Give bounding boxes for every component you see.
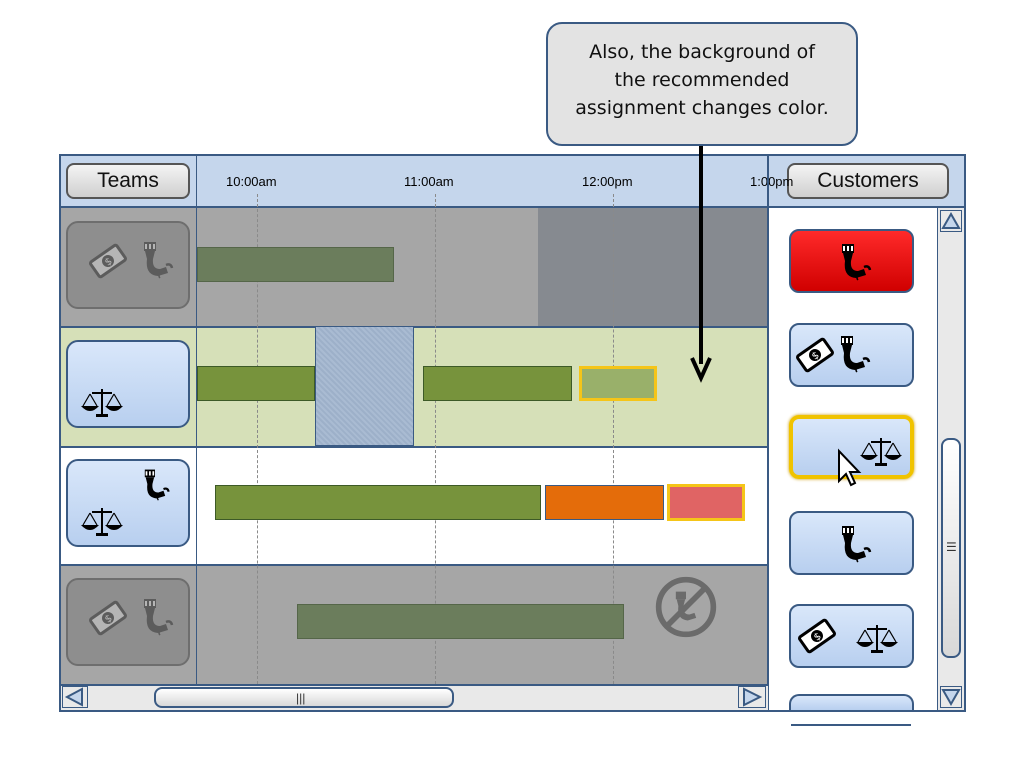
money-icon — [795, 335, 835, 375]
callout-line-2: the recommended — [614, 69, 790, 91]
team-button-4[interactable] — [66, 578, 190, 666]
gridline-10am — [257, 194, 258, 684]
time-label-11am: 11:00am — [404, 174, 454, 189]
money-icon — [88, 598, 128, 638]
callout-arrow-head-icon — [690, 357, 712, 383]
team-row-1-blocked-period — [538, 208, 768, 326]
team-button-1[interactable] — [66, 221, 190, 309]
time-label-1pm: 1:00pm — [750, 174, 793, 189]
customer-button-6-edge — [791, 724, 911, 726]
horizontal-scroll-grip: ||| — [296, 691, 306, 705]
team-row-2-travel-block — [315, 326, 414, 446]
customer-button-3-selected[interactable] — [789, 415, 914, 487]
legal-scales-icon — [853, 622, 901, 654]
time-label-10am: 10:00am — [226, 174, 277, 189]
no-plumbing-icon — [653, 574, 719, 640]
assignment-bar[interactable] — [215, 485, 541, 520]
legal-scales-icon — [78, 505, 126, 537]
legal-scales-icon — [78, 386, 126, 418]
gridline-12pm — [613, 194, 614, 684]
customers-header-divider — [769, 206, 964, 208]
customer-button-5[interactable] — [789, 604, 914, 668]
team-button-2[interactable] — [66, 340, 190, 428]
teams-column-divider — [196, 156, 197, 684]
customers-column-divider — [767, 156, 769, 710]
recommended-assignment-bar-red[interactable] — [667, 484, 745, 521]
scroll-up-arrow-icon[interactable] — [940, 210, 962, 232]
header-divider — [61, 206, 768, 208]
callout-line-3: assignment changes color. — [575, 97, 829, 119]
recommended-assignment-bar[interactable] — [579, 366, 657, 401]
callout-arrow-shaft — [699, 146, 703, 364]
row-separator — [61, 446, 768, 448]
plumbing-icon — [834, 241, 874, 281]
money-icon — [88, 241, 128, 281]
customers-button[interactable]: Customers — [787, 163, 949, 199]
customer-button-1-alert[interactable] — [789, 229, 914, 293]
money-icon — [797, 616, 837, 656]
scroll-left-arrow-icon[interactable] — [62, 686, 88, 708]
row-separator — [61, 326, 768, 328]
plumbing-icon — [136, 239, 176, 279]
plumbing-icon — [136, 596, 176, 636]
plumbing-icon — [834, 523, 874, 563]
customer-button-6-partial[interactable] — [789, 694, 914, 710]
plumbing-icon — [833, 333, 873, 373]
callout-line-1: Also, the background of — [589, 41, 815, 63]
customer-button-4[interactable] — [789, 511, 914, 575]
assignment-bar[interactable] — [197, 247, 394, 282]
assignment-bar[interactable] — [197, 366, 315, 401]
customer-button-2[interactable] — [789, 323, 914, 387]
assignment-bar[interactable] — [297, 604, 624, 639]
callout-note: Also, the background of the recommended … — [546, 22, 858, 146]
horizontal-scroll-thumb[interactable]: ||| — [154, 687, 454, 708]
teams-button[interactable]: Teams — [66, 163, 190, 199]
assignment-bar[interactable] — [423, 366, 572, 401]
gridline-11am — [435, 194, 436, 684]
time-label-12pm: 12:00pm — [582, 174, 633, 189]
mouse-cursor-icon — [838, 448, 862, 487]
vertical-scroll-thumb[interactable]: ☰ — [941, 438, 961, 658]
team-button-3[interactable] — [66, 459, 190, 547]
scroll-right-arrow-icon[interactable] — [738, 686, 766, 708]
assignment-bar-orange[interactable] — [545, 485, 664, 520]
plumbing-icon — [138, 467, 172, 501]
vertical-scroll-grip: ☰ — [946, 540, 957, 554]
scroll-down-arrow-icon[interactable] — [940, 686, 962, 708]
row-separator — [61, 564, 768, 566]
legal-scales-icon — [857, 435, 905, 467]
